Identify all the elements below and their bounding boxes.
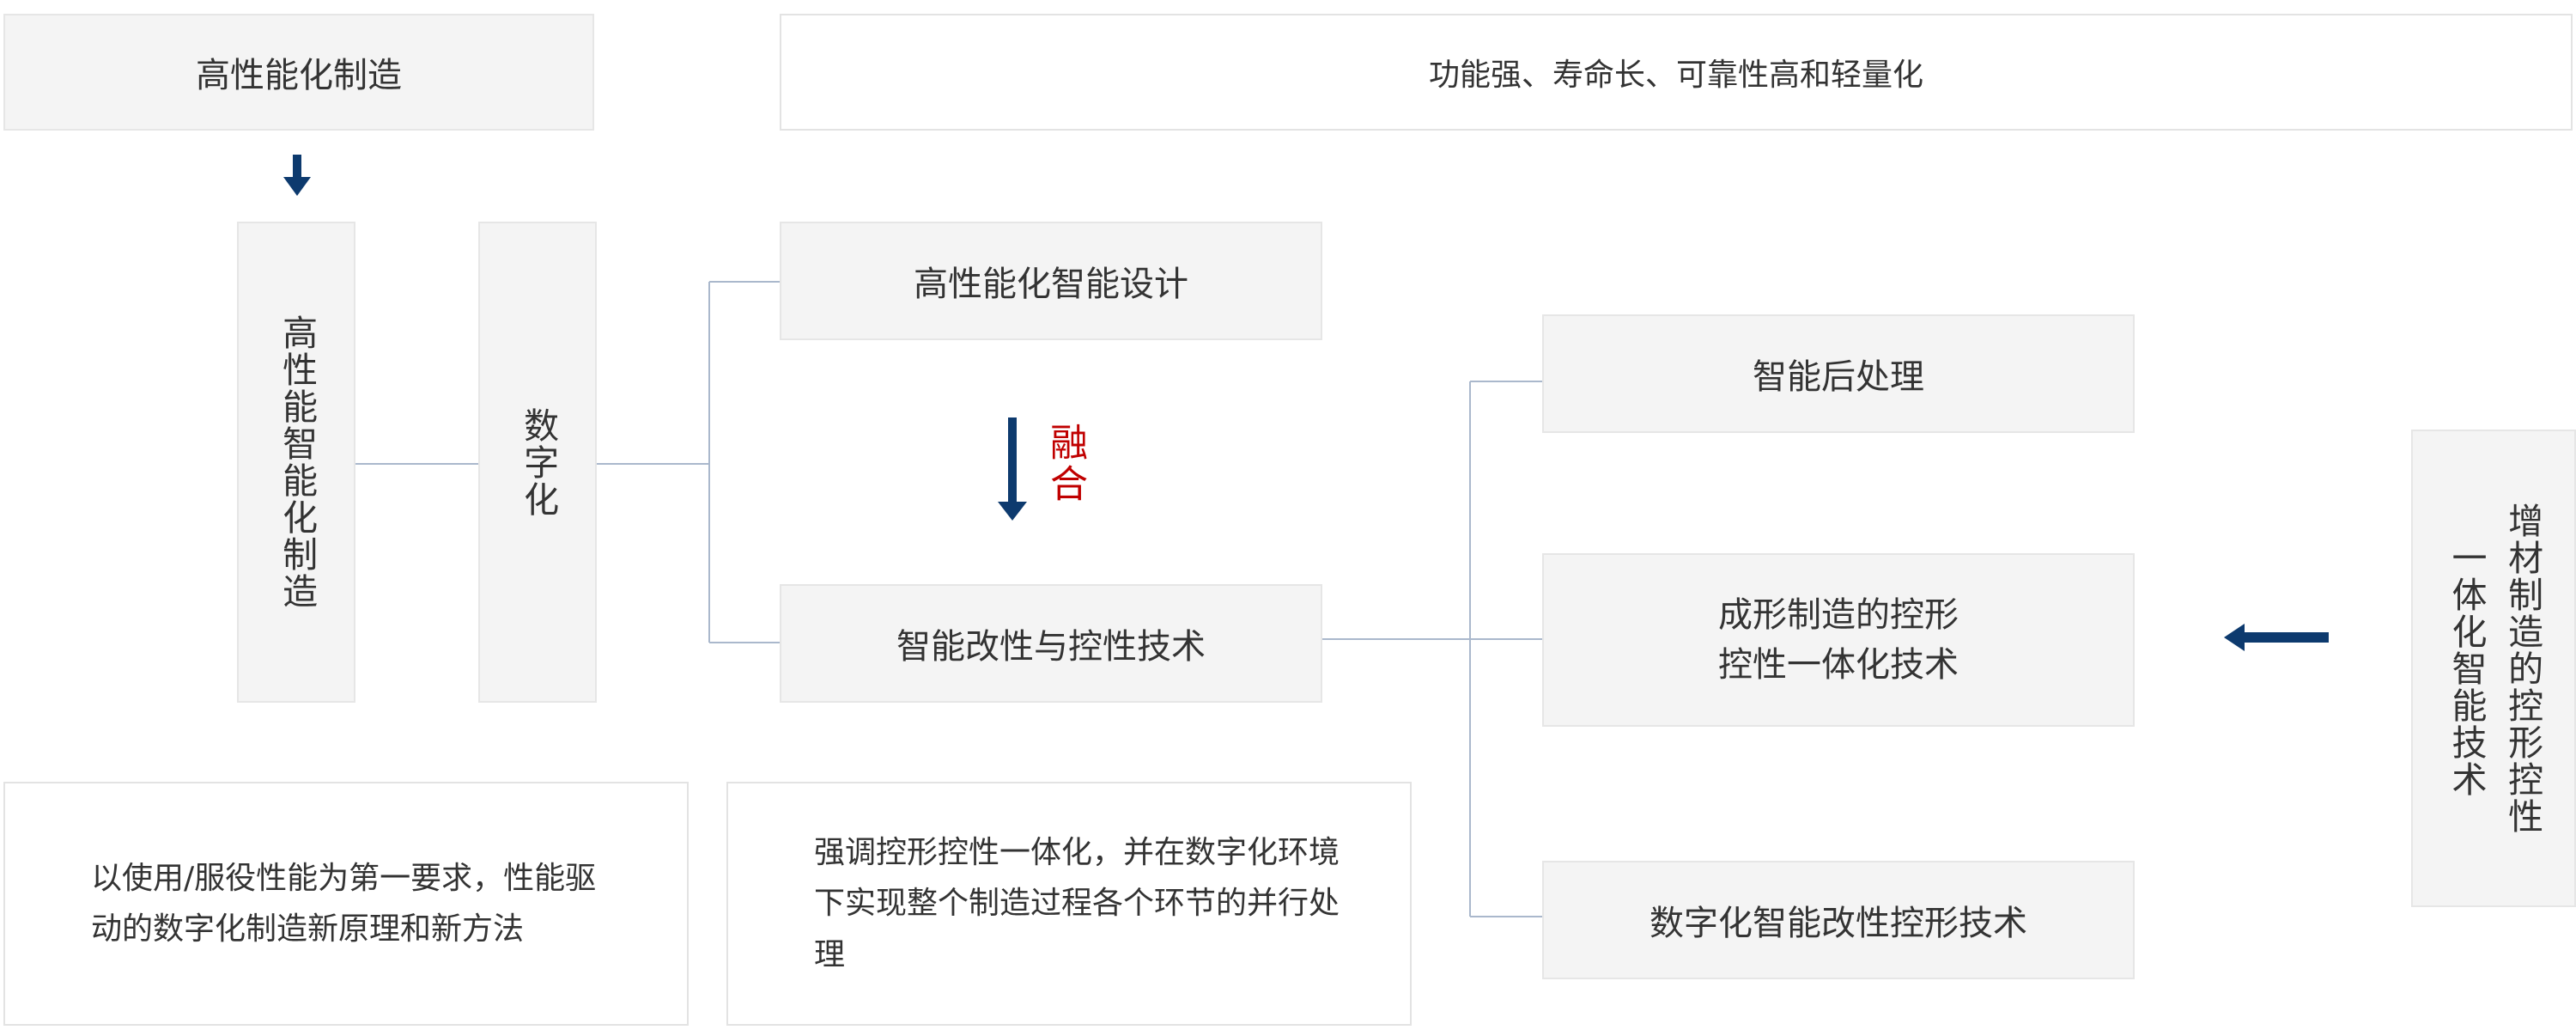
bottom-middle-description-text: 强调控形控性一体化，并在数字化环境下实现整个制造过程各个环节的并行处理 xyxy=(814,827,1352,980)
high-perf-intelligent-design-label: 高性能化智能设计 xyxy=(914,256,1188,306)
intelligent-post-processing-label: 智能后处理 xyxy=(1753,349,1924,399)
box-bottom-middle-description: 强调控形控性一体化，并在数字化环境下实现整个制造过程各个环节的并行处理 xyxy=(726,782,1412,1026)
box-forming-control-integration: 成形制造的控形 控性一体化技术 xyxy=(1542,553,2135,727)
box-high-performance-manufacturing-label: 高性能化制造 xyxy=(196,47,402,97)
box-top-right-description: 功能强、寿命长、可靠性高和轻量化 xyxy=(780,14,2573,131)
fusion-label: 融合 xyxy=(1046,423,1084,505)
box-bottom-left-description: 以使用/服役性能为第一要求，性能驱动的数字化制造新原理和新方法 xyxy=(3,782,689,1026)
vertical-digitalization-label: 数字化 xyxy=(515,407,559,518)
top-right-description-label: 功能强、寿命长、可靠性高和轻量化 xyxy=(1429,50,1923,94)
box-vertical-digitalization: 数字化 xyxy=(478,222,597,703)
vertical-high-perf-intelligent-label: 高性能智能化制造 xyxy=(274,314,318,610)
box-high-perf-intelligent-design: 高性能化智能设计 xyxy=(780,222,1322,340)
box-intelligent-modification-control: 智能改性与控性技术 xyxy=(780,584,1322,703)
bottom-left-description-text: 以使用/服役性能为第一要求，性能驱动的数字化制造新原理和新方法 xyxy=(91,853,601,955)
forming-control-line2: 控性一体化技术 xyxy=(1718,640,1959,690)
forming-control-line1: 成形制造的控形 xyxy=(1718,590,1959,640)
digital-intelligent-modification-label: 数字化智能改性控形技术 xyxy=(1649,895,2027,945)
down-arrow-icon xyxy=(283,155,311,196)
box-high-performance-manufacturing: 高性能化制造 xyxy=(3,14,594,131)
fusion-down-arrow-icon xyxy=(998,417,1027,521)
box-right-vertical: 增材制造的控形控性一体化智能技术 xyxy=(2411,430,2576,907)
intelligent-modification-control-label: 智能改性与控性技术 xyxy=(896,619,1206,668)
right-vertical-label: 增材制造的控形控性一体化智能技术 xyxy=(2437,497,2549,840)
left-arrow-icon xyxy=(2224,624,2329,651)
box-intelligent-post-processing: 智能后处理 xyxy=(1542,314,2135,433)
box-digital-intelligent-modification: 数字化智能改性控形技术 xyxy=(1542,861,2135,979)
box-vertical-high-perf-intelligent: 高性能智能化制造 xyxy=(237,222,355,703)
